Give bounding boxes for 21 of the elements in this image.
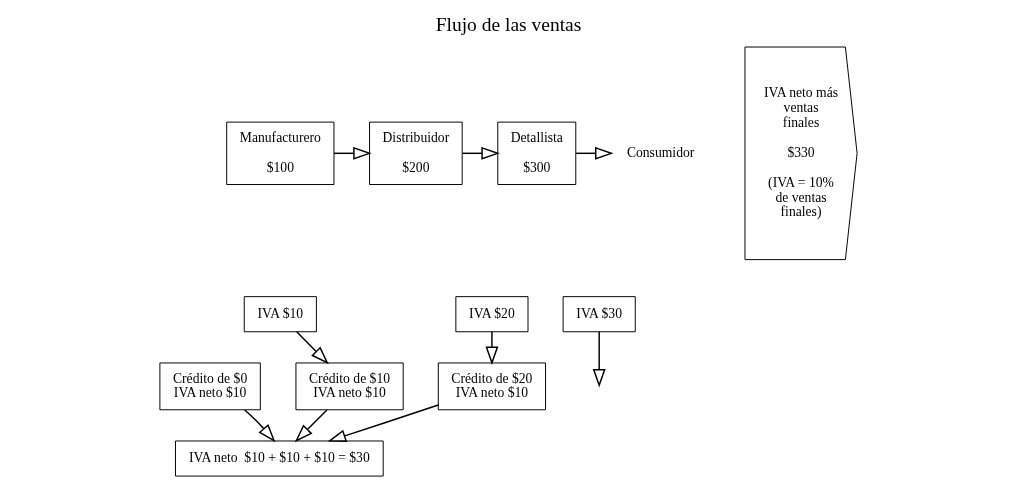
node-text: Consumidor	[626, 144, 695, 160]
arrow	[244, 409, 276, 443]
node-box: Distribuidor $200	[369, 121, 463, 185]
arrow	[575, 146, 614, 160]
diagram-title: Flujo de las ventas	[435, 14, 582, 36]
node-box: Detallista $300	[497, 121, 577, 185]
node-box: Crédito de $0 IVA neto $10	[159, 362, 261, 411]
node-box: IVA $10	[243, 296, 317, 333]
arrow	[485, 331, 499, 365]
arrow	[327, 404, 439, 442]
node-box: IVA $30	[562, 296, 636, 333]
node-box: Crédito de $20 IVA neto $10	[437, 362, 547, 411]
arrow	[461, 146, 500, 160]
node-box: IVA neto $10 + $10 + $10 = $30	[175, 440, 384, 477]
node-box: Crédito de $10 IVA neto $10	[295, 362, 404, 411]
arrow	[296, 331, 329, 365]
arrow	[294, 409, 328, 443]
node-box: IVA $20	[455, 296, 529, 333]
arrow	[333, 146, 372, 160]
node-box: Manufacturero $100	[226, 121, 335, 185]
arrow	[592, 331, 606, 388]
